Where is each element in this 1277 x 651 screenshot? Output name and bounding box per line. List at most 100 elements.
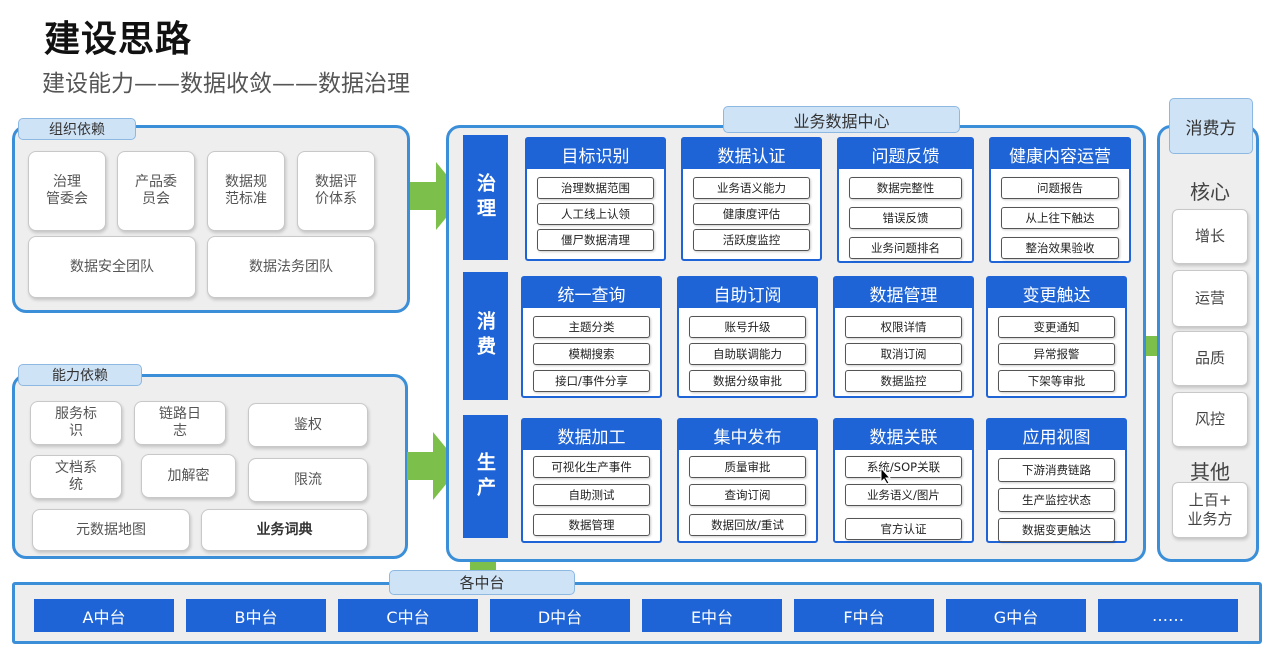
- card-item: 变更通知: [998, 316, 1115, 338]
- card-item: 业务问题排名: [849, 237, 962, 259]
- card-title: 应用视图: [988, 420, 1125, 450]
- card-item: 从上往下触达: [1001, 207, 1119, 229]
- card-item: 接口/事件分享: [533, 370, 650, 392]
- card-data-certification: 数据认证 业务语义能力 健康度评估 活跃度监控: [681, 137, 822, 261]
- ability-label: 能力依赖: [18, 364, 142, 386]
- org-item: 数据规 范标准: [207, 151, 285, 231]
- row-label-consumption: 消费: [463, 272, 508, 400]
- platform-item: F中台: [794, 599, 934, 632]
- card-item: 人工线上认领: [537, 203, 654, 225]
- card-item: 整治效果验收: [1001, 237, 1119, 259]
- org-item: 产品委 员会: [117, 151, 195, 231]
- ability-item: 链路日 志: [134, 401, 226, 445]
- ability-item: 鉴权: [248, 403, 368, 447]
- card-health-content-ops: 健康内容运营 问题报告 从上往下触达 整治效果验收: [989, 137, 1131, 263]
- card-title: 数据管理: [835, 278, 972, 308]
- platform-item: G中台: [946, 599, 1086, 632]
- ability-item: 服务标 识: [30, 401, 122, 445]
- card-item: 数据管理: [533, 514, 650, 536]
- card-item: 权限详情: [845, 316, 962, 338]
- card-item: 取消订阅: [845, 343, 962, 365]
- page-subtitle: 建设能力——数据收敛——数据治理: [42, 71, 410, 97]
- card-item: 业务语义/图片: [845, 484, 962, 506]
- platform-item: C中台: [338, 599, 478, 632]
- card-item: 主题分类: [533, 316, 650, 338]
- page-title: 建设思路: [44, 19, 193, 60]
- platform-item: D中台: [490, 599, 630, 632]
- card-title: 数据关联: [835, 420, 972, 450]
- card-title: 自助订阅: [679, 278, 816, 308]
- card-item: 健康度评估: [693, 203, 810, 225]
- card-item: 数据变更触达: [998, 518, 1115, 542]
- org-item: 数据法务团队: [207, 236, 375, 298]
- card-item: 问题报告: [1001, 177, 1119, 199]
- consumer-label: 消费方: [1169, 98, 1253, 154]
- card-item: 僵尸数据清理: [537, 229, 654, 251]
- core-label: 核心: [1190, 180, 1230, 204]
- platform-item: B中台: [186, 599, 326, 632]
- card-data-association: 数据关联 系统/SOP关联 业务语义/图片 官方认证: [833, 418, 974, 543]
- card-item: 异常报警: [998, 343, 1115, 365]
- card-title: 数据加工: [523, 420, 660, 450]
- card-title: 数据认证: [683, 139, 820, 169]
- ability-item: 元数据地图: [32, 509, 190, 551]
- ability-item: 限流: [248, 458, 368, 502]
- card-item: 自助联调能力: [689, 343, 806, 365]
- card-item: 治理数据范围: [537, 177, 654, 199]
- ability-item: 加解密: [141, 454, 236, 498]
- platform-item: A中台: [34, 599, 174, 632]
- arrow-right-icon: [407, 432, 461, 500]
- org-item: 治理 管委会: [28, 151, 106, 231]
- card-item: 查询订阅: [689, 484, 806, 506]
- card-target-identify: 目标识别 治理数据范围 人工线上认领 僵尸数据清理: [525, 137, 666, 261]
- card-title: 问题反馈: [839, 139, 972, 169]
- card-item: 错误反馈: [849, 207, 962, 229]
- card-item: 数据分级审批: [689, 370, 806, 392]
- card-item: 活跃度监控: [693, 229, 810, 251]
- org-item: 数据评 价体系: [297, 151, 375, 231]
- consumer-item: 品质: [1172, 331, 1248, 386]
- card-app-view: 应用视图 下游消费链路 生产监控状态 数据变更触达: [986, 418, 1127, 543]
- platform-item: E中台: [642, 599, 782, 632]
- card-item: 官方认证: [845, 518, 962, 540]
- org-item: 数据安全团队: [28, 236, 196, 298]
- card-issue-feedback: 问题反馈 数据完整性 错误反馈 业务问题排名: [837, 137, 974, 263]
- consumer-item: 增长: [1172, 209, 1248, 264]
- row-label-governance: 治理: [463, 135, 508, 260]
- card-central-release: 集中发布 质量审批 查询订阅 数据回放/重试: [677, 418, 818, 543]
- other-label: 其他: [1190, 460, 1230, 484]
- card-item: 数据完整性: [849, 177, 962, 199]
- platforms-label: 各中台: [389, 570, 575, 595]
- card-item: 质量审批: [689, 456, 806, 478]
- consumer-item: 风控: [1172, 392, 1248, 447]
- mouse-cursor-icon: [880, 467, 892, 485]
- platform-item: ……: [1098, 599, 1238, 632]
- card-title: 目标识别: [527, 139, 664, 169]
- card-data-management: 数据管理 权限详情 取消订阅 数据监控: [833, 276, 974, 398]
- card-title: 变更触达: [988, 278, 1125, 308]
- card-item: 下游消费链路: [998, 458, 1115, 482]
- consumer-item: 上百+ 业务方: [1172, 482, 1248, 538]
- org-label: 组织依赖: [18, 118, 136, 140]
- row-label-production: 生产: [463, 415, 508, 538]
- card-item: 可视化生产事件: [533, 456, 650, 478]
- card-item: 自助测试: [533, 484, 650, 506]
- card-item: 业务语义能力: [693, 177, 810, 199]
- card-title: 集中发布: [679, 420, 816, 450]
- arrow-right-icon: [410, 162, 464, 230]
- card-item: 生产监控状态: [998, 488, 1115, 512]
- ability-item: 业务词典: [201, 509, 368, 551]
- card-title: 健康内容运营: [991, 139, 1129, 169]
- consumer-item: 运营: [1172, 270, 1248, 327]
- card-item: 下架等审批: [998, 370, 1115, 392]
- center-label: 业务数据中心: [723, 106, 960, 133]
- card-item: 数据监控: [845, 370, 962, 392]
- card-item: 模糊搜索: [533, 343, 650, 365]
- card-data-processing: 数据加工 可视化生产事件 自助测试 数据管理: [521, 418, 662, 543]
- card-change-notify: 变更触达 变更通知 异常报警 下架等审批: [986, 276, 1127, 398]
- card-item: 账号升级: [689, 316, 806, 338]
- ability-item: 文档系 统: [30, 455, 122, 499]
- card-item: 系统/SOP关联: [845, 456, 962, 478]
- card-item: 数据回放/重试: [689, 514, 806, 536]
- card-self-subscribe: 自助订阅 账号升级 自助联调能力 数据分级审批: [677, 276, 818, 398]
